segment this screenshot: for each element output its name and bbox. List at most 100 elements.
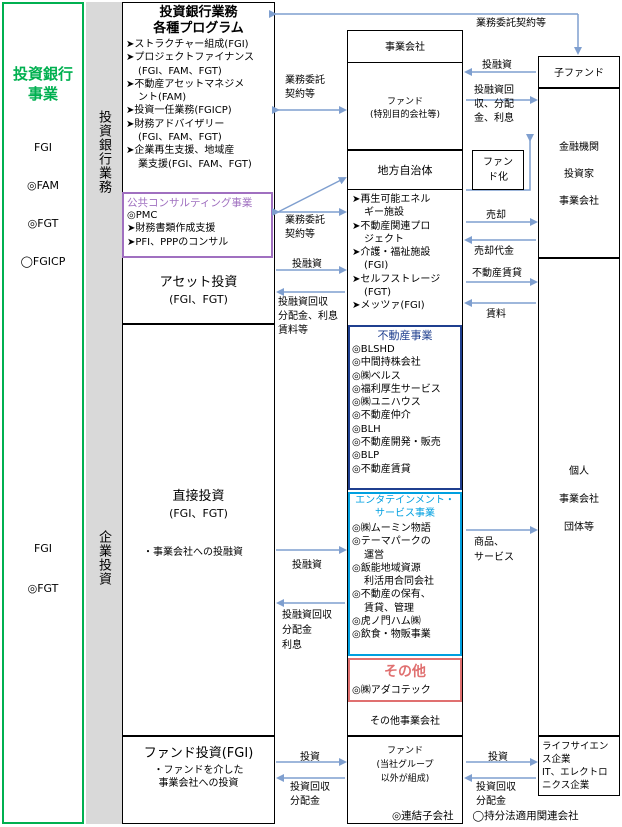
label-invest-loan: 投融資	[292, 259, 322, 270]
list-item: ギー施設	[364, 207, 404, 219]
business-company-label: 事業会社	[385, 42, 425, 53]
legend-equity-method: ◯持分法適用関連会社	[472, 810, 579, 822]
external-fund-label: ファンド (当社グループ 以外が組成)	[376, 746, 434, 784]
lower-member-list: FGI ◎FGT	[27, 542, 59, 595]
legend: ◎連結子会社 ◯持分法適用関連会社	[392, 808, 579, 823]
individuals-list: 個人 事業会社 団体等	[559, 466, 599, 533]
label-recovery2: 投融資回収 分配金 利息	[282, 610, 332, 651]
label-investment-banking: 投資銀行業務	[96, 110, 111, 194]
fund-investment-note: ・ファンドを介した事業会社への投資	[153, 765, 244, 789]
list-item: (FGI、FAM、FGT)	[138, 65, 222, 77]
direct-investment-title: 直接投資 (FGI、FGT)	[169, 489, 228, 520]
local-gov-box	[347, 150, 463, 190]
label-consign-top: 業務委託契約等	[476, 18, 546, 29]
label-fundize: ファンド化	[483, 157, 513, 183]
label-corporate-investment: 企業投資	[96, 530, 111, 586]
fund-investment-title: ファンド投資(FGI)	[143, 746, 254, 761]
label-invest3: 投資	[300, 752, 320, 763]
list-item: ◎PMC	[127, 210, 158, 221]
label-recovery3: 投資回収分配金	[290, 782, 330, 807]
other-list: ◎㈱アダコテック	[352, 684, 431, 697]
segment-title: 投資銀行事業	[12, 65, 73, 103]
list-item: ◎飲食・物販事業	[352, 629, 431, 641]
upper-member-list: FGI ◎FAM ◎FGT ◯FGICP	[20, 141, 66, 268]
list-item: ジェクト	[364, 233, 404, 245]
list-item: ◎BLH	[352, 423, 381, 435]
other-box	[348, 658, 462, 702]
ib-programs-box	[122, 2, 275, 324]
arrow-fundize	[466, 134, 534, 191]
fund-spv-box	[347, 62, 463, 150]
list-item: ◎㈱ムーミン物語	[352, 523, 431, 534]
list-item: ◎㈱ユニハウス	[352, 397, 421, 409]
list-item: 利活用合同会社	[364, 576, 434, 588]
entertainment-title: エンタテインメント・サービス事業	[355, 495, 455, 519]
direct-investment-box	[122, 324, 275, 736]
label-right-invest-loan: 投融資	[482, 60, 512, 71]
list-item: 運営	[364, 549, 384, 561]
individuals-box	[538, 258, 620, 736]
list-item: ◎不動産仲介	[352, 410, 411, 422]
investors-box	[538, 88, 620, 258]
list-item: ➤PFI、PPPのコンサル	[127, 236, 229, 248]
ib-programs-list: ➤ストラクチャー組成(FGI) ➤プロジェクトファイナンス (FGI、FAM、F…	[126, 38, 274, 171]
external-fund-box	[347, 736, 463, 824]
life-science-box	[538, 736, 620, 796]
other-companies-label: その他事業会社	[370, 716, 440, 727]
list-item: ➤企業再生支援、地域産	[126, 145, 235, 157]
ib-programs-title: 投資銀行業務各種プログラム	[153, 5, 244, 36]
real-estate-title: 不動産事業	[377, 329, 433, 342]
list-item: ◎不動産開発・販売	[352, 437, 441, 449]
list-item: ➤プロジェクトファイナンス	[126, 52, 254, 64]
asset-investment-title: アセット投資 (FGI、FGT)	[159, 275, 238, 306]
list-item: ➤投資一任業務(FGICP)	[126, 105, 232, 117]
list-item: (FGI、FAM、FGT)	[138, 132, 222, 144]
list-item: ◎テーマパークの	[352, 536, 431, 548]
subsidiary-fund-label: 子ファンド	[554, 68, 604, 79]
label-consign2: 業務委託契約等	[285, 215, 325, 240]
list-item: ◎BLP	[352, 450, 380, 462]
label-goods: 商品、サービス	[474, 537, 514, 563]
list-item: ◎不動産賃貸	[352, 463, 411, 475]
fundize-box	[472, 150, 524, 190]
label-sale-proceeds: 売却代金	[474, 246, 514, 257]
list-item: ➤セルフストレージ	[352, 273, 441, 285]
list-item: ント(FAM)	[138, 92, 187, 104]
label-right-invest: 投資	[488, 752, 508, 763]
list-item: ◎㈱ベルス	[352, 370, 401, 382]
asset-list: ➤再生可能エネル ギー施設 ➤不動産関連プロ ジェクト ➤介護・福祉施設 (FG…	[352, 193, 440, 313]
life-science-list: ライフサイエン ス企業 IT、エレクトロ ニクス企業	[542, 741, 609, 791]
list-item: ◎BLSHD	[352, 344, 395, 355]
label-right-recovery-bottom: 投資回収分配金	[476, 782, 516, 807]
entertainment-list: ◎㈱ムーミン物語 ◎テーマパークの 運営 ◎飯能地域資源 利活用合同会社 ◎不動…	[352, 522, 434, 642]
fund-investment-box	[122, 736, 275, 824]
list-item: ◎福利厚生サービス	[352, 383, 441, 395]
other-title: その他	[384, 664, 426, 680]
label-recovery1: 投融資回収 分配金、利息 賃料等	[278, 297, 338, 336]
arrow-consign-diag	[277, 177, 347, 213]
label-right-recovery: 投融資回 収、分配 金、利息	[474, 85, 514, 124]
list-item: ➤財務アドバイザリー	[126, 118, 225, 130]
label-re-lease: 不動産賃貸	[472, 268, 522, 279]
list-item: ➤介護・福祉施設	[352, 247, 431, 259]
legend-consolidated: ◎連結子会社	[392, 810, 454, 822]
list-item: ➤メッツァ(FGI)	[352, 300, 425, 312]
public-consulting-box	[122, 192, 273, 258]
direct-investment-note: ・事業会社への投融資	[143, 547, 243, 558]
label-rent: 賃料	[486, 309, 506, 320]
list-item: (FGT)	[364, 287, 392, 299]
list-item: ◎㈱アダコテック	[352, 685, 431, 696]
section-label-column	[86, 2, 122, 824]
list-item: 業支援(FGI、FAM、FGT)	[138, 158, 252, 170]
list-item: ◎飯能地域資源	[352, 562, 421, 574]
list-item: ◎不動産の保有、	[352, 589, 431, 601]
label-sale: 売却	[486, 210, 506, 221]
list-item: ➤不動産関連プロ	[352, 220, 431, 232]
list-item: ➤ストラクチャー組成(FGI)	[126, 39, 249, 50]
real-estate-list: ◎BLSHD ◎中間持株会社 ◎㈱ベルス ◎福利厚生サービス ◎㈱ユニハウス ◎…	[352, 343, 441, 476]
real-estate-box	[348, 325, 462, 490]
label-consign1: 業務委託契約等	[285, 75, 325, 100]
label-invest-loan2: 投融資	[292, 560, 322, 571]
list-item: ➤不動産アセットマネジメ	[126, 78, 245, 90]
